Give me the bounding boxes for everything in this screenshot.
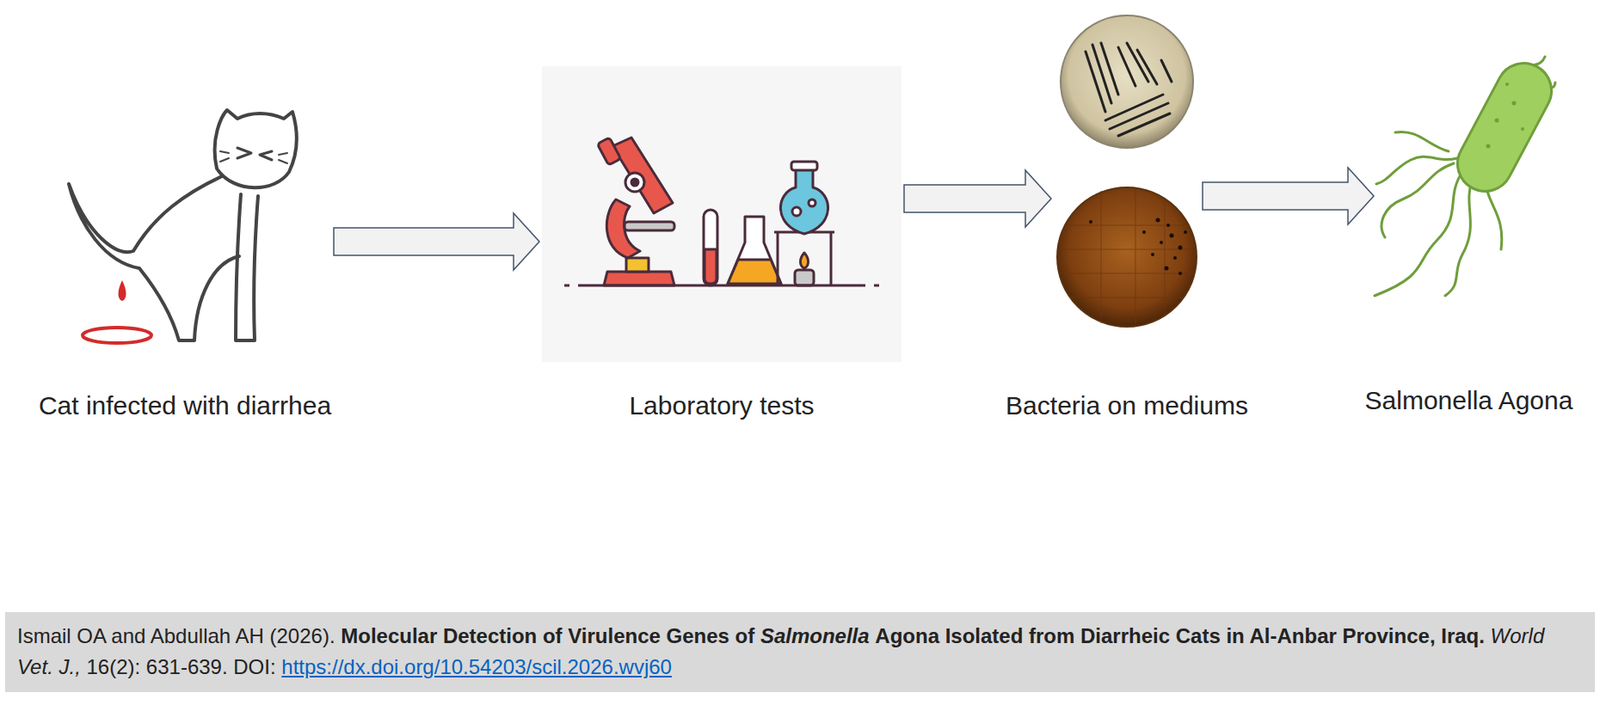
stage-node: Cat infected with diarrhea — [38, 51, 332, 362]
bacterium-drawing — [1374, 53, 1562, 296]
citation-text: Ismail OA and Abdullah AH (2026). — [17, 624, 336, 648]
stage-label: Cat infected with diarrhea — [38, 390, 332, 422]
stage-label: Salmonella Agona — [1365, 385, 1574, 417]
blood-puddle — [82, 327, 152, 344]
citation-text: Molecular Detection of Virulence Genes o… — [340, 624, 755, 648]
stage-label: Bacteria on mediums — [1005, 390, 1249, 422]
cat-drawing — [68, 110, 297, 341]
citation-text: 16(2): 631-639. DOI: — [86, 655, 276, 679]
citation-text: Agona Isolated from Diarrheic Cats in Al… — [874, 624, 1485, 648]
citation-text: Salmonella — [760, 624, 870, 648]
blood-drop — [118, 280, 127, 302]
block-arrow — [1202, 167, 1374, 225]
doi-link: https://dx.doi.org/10.54203/scil.2026.wv… — [281, 655, 672, 679]
stage-node: Bacteria on mediums — [1053, 51, 1200, 362]
citation-band: Ismail OA and Abdullah AH (2026). Molecu… — [5, 612, 1595, 693]
culture-plate — [1057, 187, 1197, 327]
stage-label: Laboratory tests — [628, 390, 814, 422]
block-arrow — [904, 170, 1052, 228]
culture-plate — [1060, 15, 1194, 148]
stage-node: Laboratory tests — [541, 51, 902, 362]
lab-drawing — [564, 137, 880, 286]
block-arrow — [333, 213, 540, 271]
lab-panel — [541, 66, 902, 363]
stage-node: Salmonella Agona — [1376, 51, 1562, 362]
